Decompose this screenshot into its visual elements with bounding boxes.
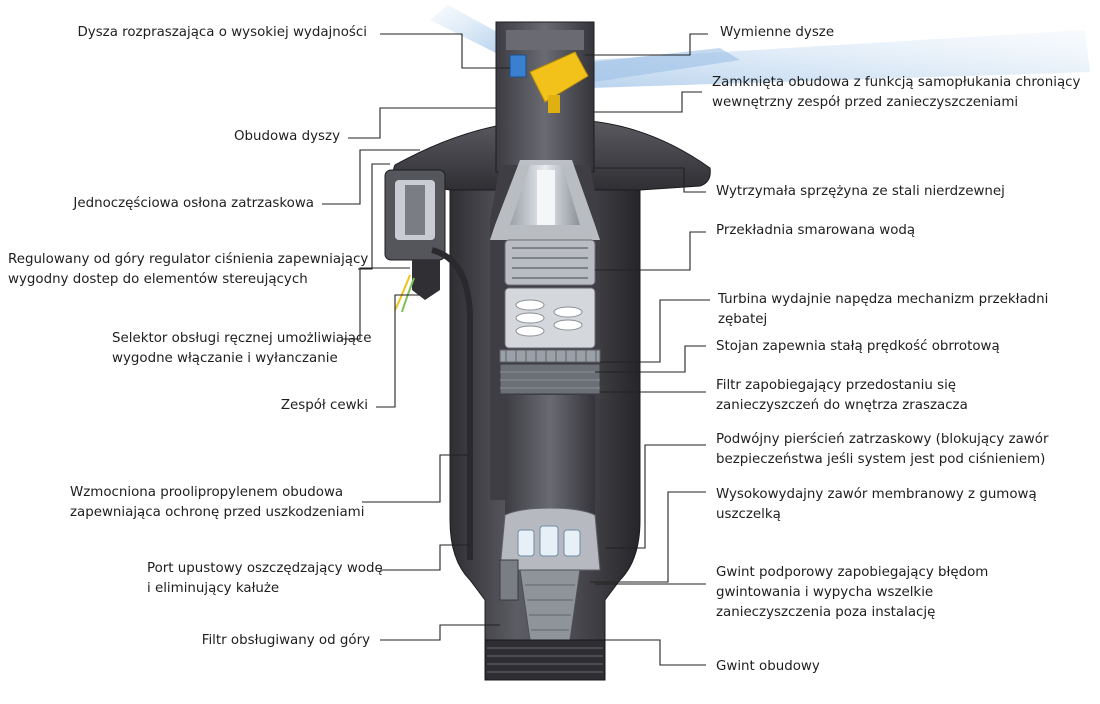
label-line: Wysokowydajny zawór membranowy z gumową: [716, 487, 1037, 502]
label-nozzle: Dysza rozpraszająca o wysokiej wydajnośc…: [77, 23, 367, 43]
label-spring: Wytrzymała sprzężyna ze stali nierdzewne…: [716, 182, 1005, 202]
label-line: Gwint podporowy zapobiegający błędom: [716, 565, 989, 580]
label-line: Filtr zapobiegający przedostaniu się: [716, 378, 957, 393]
label-line: Podwójny pierścień zatrzaskowy (blokując…: [716, 432, 1049, 447]
leader-housing-thread: [605, 639, 706, 666]
label-line: zębatej: [718, 312, 768, 327]
label-coil: Zespół cewki: [281, 396, 368, 416]
leader-manual-selector: [342, 267, 410, 340]
leader-coil: [376, 294, 420, 408]
label-line: Port upustowy oszczędzający wodę: [147, 561, 383, 576]
label-line: bezpieczeństwa jeśli system jest pod ciś…: [716, 452, 1046, 467]
label-filter: Filtr zapobiegający przedostaniu się zan…: [716, 376, 968, 416]
label-snap-cover: Jednoczęściowa osłona zatrzaskowa: [73, 194, 314, 214]
stator: [499, 349, 601, 363]
label-support-thread: Gwint podporowy zapobiegający błędom gwi…: [716, 563, 988, 623]
label-line: Stojan zapewnia stałą prędkość obrrotową: [716, 339, 1000, 354]
label-drain-port: Port upustowy oszczędzający wodę i elimi…: [147, 559, 383, 599]
leader-spring: [595, 167, 706, 193]
spray-right: [590, 30, 1090, 88]
drain-port-body: [499, 559, 519, 601]
label-line: i eliminujący kałuże: [147, 581, 280, 596]
leader-nozzle-housing: [348, 107, 497, 139]
label-manual-selector: Selektor obsługi ręcznej umożliwiające w…: [112, 329, 372, 369]
label-line: Jednoczęściowa osłona zatrzaskowa: [73, 196, 314, 211]
leader-snap-cover: [322, 149, 420, 205]
gearbox: [504, 239, 596, 286]
label-line: zanieczyszczenia poza instalację: [716, 605, 936, 620]
coil-wire: [431, 247, 473, 560]
label-turbine: Turbina wydajnie napędza mechanizm przek…: [718, 290, 1048, 330]
filter-screen: [499, 363, 601, 395]
label-line: Gwint obudowy: [716, 659, 820, 674]
label-line: wygodny dostep do elementów stereujących: [8, 272, 308, 287]
label-line: wewnętrzny zespół przed zanieczyszczenia…: [712, 95, 1019, 110]
leader-snap-ring: [605, 444, 706, 549]
leader-reinforced-housing: [362, 454, 468, 503]
label-replaceable-nozzles: Wymienne dysze: [720, 23, 834, 43]
leader-pressure-regulator: [358, 163, 390, 270]
label-line: Wytrzymała sprzężyna ze stali nierdzewne…: [716, 184, 1005, 199]
label-housing-thread: Gwint obudowy: [716, 657, 820, 677]
label-line: Regulowany od góry regulator ciśnienia z…: [8, 252, 369, 267]
label-line: Zamknięta obudowa z funkcją samopłukania…: [712, 75, 1081, 90]
label-line: Wymienne dysze: [720, 25, 835, 40]
label-snap-ring: Podwójny pierścień zatrzaskowy (blokując…: [716, 430, 1048, 470]
label-line: Selektor obsługi ręcznej umożliwiające: [112, 331, 372, 346]
leader-diaphragm-valve: [590, 491, 706, 583]
label-line: wygodne włączanie i wyłanczanie: [112, 351, 338, 366]
leader-top-filter: [380, 624, 500, 641]
bottom-thread: [484, 639, 606, 681]
label-diaphragm-valve: Wysokowydajny zawór membranowy z gumową …: [716, 485, 1037, 525]
leader-replaceable-nozzles: [585, 33, 708, 56]
nozzle-blue: [509, 54, 527, 78]
spray-left: [430, 5, 512, 55]
label-line: zapewniająca ochronę przed uszkodzeniami: [70, 505, 365, 520]
leader-closed-housing: [594, 91, 702, 113]
nozzle-yellow: [529, 51, 589, 103]
leader-gear: [595, 231, 706, 271]
label-gear: Przekładnia smarowana wodą: [716, 221, 915, 241]
leader-nozzle: [380, 33, 510, 69]
label-line: uszczelką: [716, 507, 781, 522]
label-line: Zespół cewki: [280, 398, 368, 413]
label-line: Wzmocniona proolipropylenem obudowa: [70, 485, 344, 500]
label-stator: Stojan zapewnia stałą prędkość obrrotową: [716, 337, 1000, 357]
label-line: Filtr obsługiwany od góry: [201, 633, 370, 648]
label-pressure-regulator: Regulowany od góry regulator ciśnienia z…: [8, 250, 368, 290]
label-line: Turbina wydajnie napędza mechanizm przek…: [718, 292, 1049, 307]
leader-turbine: [600, 299, 710, 363]
label-line: Obudowa dyszy: [234, 129, 340, 144]
label-closed-housing: Zamknięta obudowa z funkcją samopłukania…: [712, 73, 1080, 113]
label-line: zanieczyszczeń do wnętrza zraszacza: [716, 398, 968, 413]
label-top-filter: Filtr obsługiwany od góry: [202, 631, 370, 651]
leader-stator: [595, 345, 706, 373]
label-reinforced-housing: Wzmocniona proolipropylenem obudowa zape…: [70, 483, 364, 523]
label-line: Dysza rozpraszająca o wysokiej wydajnośc…: [77, 25, 367, 40]
label-nozzle-housing: Obudowa dyszy: [234, 127, 340, 147]
label-line: gwintowania i wypycha wszelkie: [716, 585, 934, 600]
leader-drain-port: [380, 544, 470, 571]
label-line: Przekładnia smarowana wodą: [716, 223, 916, 238]
